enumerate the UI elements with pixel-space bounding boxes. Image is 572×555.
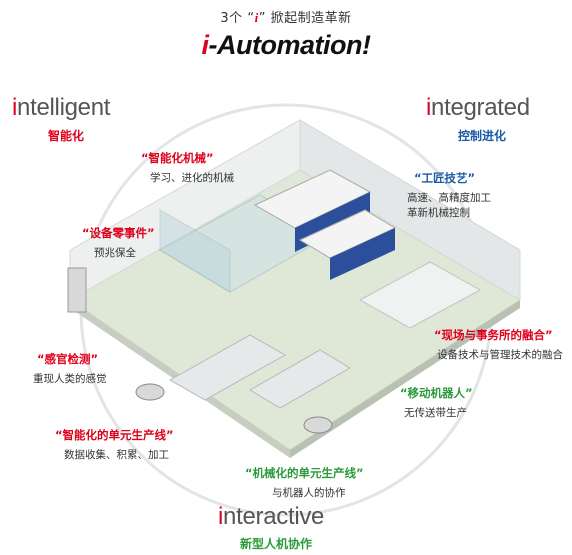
integrated-first-letter: i [426,94,432,121]
feature-mechanized-cell-line-title: “机械化的单元生产线” [245,466,364,480]
feature-smart-cell-line-desc: 数据收集、积累、加工 [64,449,169,461]
brand-i-letter: i [201,30,210,60]
feature-sensory-title: “感官检测” [37,352,99,366]
interactive-subtitle: 新型人机协作 [240,537,313,551]
intelligent-first-letter: i [12,94,18,121]
integrated-subtitle: 控制进化 [458,129,507,143]
tagline-i-letter: i [254,10,259,25]
feature-mechanized-cell-line-desc: 与机器人的协作 [272,487,346,499]
floor-edge-right [290,300,520,458]
brand-rest: -Automation! [208,30,371,60]
feature-zero-incident-title: “设备零事件” [82,226,155,240]
integrated-rest: ntegrated [431,94,530,121]
concept-integrated: integrated [426,94,530,122]
cell-line-1 [168,334,287,401]
robot-left [67,267,87,313]
intelligent-rest: ntelligent [17,94,111,121]
interactive-rest: nteractive [223,503,325,530]
intelligent-subtitle: 智能化 [48,129,85,143]
tagline-open-quote: “ [247,11,255,26]
wall-right [299,119,521,301]
feature-smart-cell-line-title: “智能化的单元生产线” [55,428,174,442]
feature-mobile-robot-title: “移动机器人” [400,386,473,400]
interactive-first-letter: i [218,503,224,530]
feature-mobile-robot-desc: 无传送带生产 [404,407,467,419]
feature-craftsmanship-title: “工匠技艺” [414,171,476,185]
mobile-robot-2 [303,416,333,434]
cell-line-2 [249,349,351,409]
feature-sensory-desc: 重现人类的感觉 [33,373,107,385]
tagline-close-quote: ” [258,11,266,26]
clean-room-front [159,209,231,293]
feature-craftsmanship-desc: 高速、高精度加工 [407,192,491,204]
concept-interactive: interactive [218,503,324,531]
feature-office-integration-desc: 设备技术与管理技术的融合 [437,349,563,361]
tagline: 3个 “i” 掀起制造革新 [0,7,572,26]
machine-front-2 [330,228,395,280]
feature-office-integration-title: “现场与事务所的融合” [434,328,553,342]
feature-smart-machine-desc: 学习、进化的机械 [150,172,234,184]
tagline-suffix: 掀起制造革新 [270,11,352,26]
feature-smart-machine-title: “智能化机械” [141,151,214,165]
concept-intelligent: intelligent [12,94,110,122]
tagline-prefix: 3个 [220,11,243,26]
mobile-robot-1 [135,383,165,401]
office-area [358,261,482,329]
feature-craftsmanship-desc2: 革新机械控制 [407,207,470,219]
feature-zero-incident-desc: 预兆保全 [94,247,136,259]
brand-logo: i-Automation! [0,30,572,61]
